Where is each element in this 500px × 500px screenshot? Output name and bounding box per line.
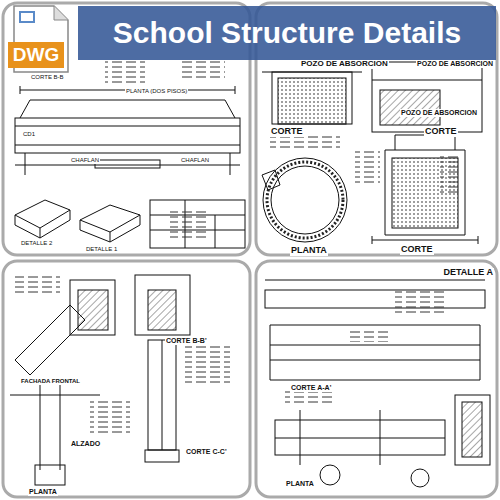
note-text: CHAFLAN xyxy=(70,157,100,164)
drawing-title: ALZADO xyxy=(70,440,101,448)
drawing-title: PLANTA xyxy=(28,488,58,496)
detail-title: DETALLE 2 xyxy=(20,240,53,247)
plan-title: PLANTA (DOS PISOS) xyxy=(125,88,188,95)
drawing-title: POZO DE ABSORCION xyxy=(416,60,494,68)
section-title: CORTE B-B xyxy=(30,74,65,81)
drawing-title: PLANTA xyxy=(290,246,328,256)
note-text: CHAFLAN xyxy=(180,157,210,164)
drawing-title: POZO DE ABSORCION xyxy=(400,109,478,117)
file-icon: DWG xyxy=(6,4,72,74)
drawing-title: CORTE C-C' xyxy=(185,448,228,456)
icon-label: DWG xyxy=(8,44,64,66)
drawing-title: PLANTA xyxy=(285,480,315,488)
callout-text: CD1 xyxy=(22,131,36,138)
drawing-title: POZO DE ABSORCION xyxy=(300,60,389,69)
drawing-title: DETALLE A xyxy=(443,268,495,278)
drawing-title: FACHADA FRONTAL xyxy=(20,378,81,385)
drawing-title: CORTE A-A' xyxy=(290,384,332,392)
detail-title: DETALLE 1 xyxy=(85,246,118,253)
drawing-title: CORTE xyxy=(270,127,304,137)
drawing-title: CORTE B-B' xyxy=(165,337,208,345)
drawing-title: CORTE xyxy=(400,245,434,255)
title-text: School Structure Details xyxy=(113,16,461,50)
title-banner: School Structure Details xyxy=(78,6,496,60)
drawing-title: CORTE xyxy=(424,127,458,137)
